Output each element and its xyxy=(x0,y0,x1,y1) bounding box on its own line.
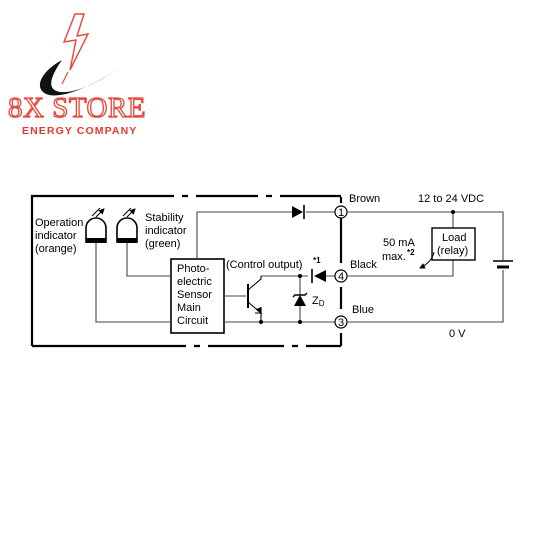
reverse-protection-diode-icon xyxy=(292,205,305,219)
wire-black-label: Black xyxy=(350,259,377,271)
operation-led-icon xyxy=(85,208,106,243)
terminal-1: 1 xyxy=(334,205,348,219)
svg-text:4: 4 xyxy=(338,271,344,283)
note-2-marker: *2 xyxy=(407,248,415,257)
terminal-3: 3 xyxy=(334,315,348,329)
junction-dot xyxy=(451,210,455,214)
ground-label: 0 V xyxy=(449,328,466,340)
main-circuit-label: Photo- electric Sensor Main Circuit xyxy=(177,263,215,327)
store-logo: 8X STORE ENERGY COMPANY xyxy=(7,13,146,137)
load-relay-box: Load (relay) xyxy=(431,227,476,261)
wire-brown-label: Brown xyxy=(349,193,380,205)
brand-tagline: ENERGY COMPANY xyxy=(22,125,137,137)
sensor-enclosure xyxy=(30,194,343,348)
svg-text:1: 1 xyxy=(338,207,344,219)
brand-name: 8X STORE xyxy=(8,92,146,124)
current-label: 50 mA max. xyxy=(382,237,417,263)
control-output-label: (Control output) xyxy=(226,259,302,271)
note-1-marker: *1 xyxy=(313,256,321,265)
external-wiring xyxy=(347,211,504,323)
stability-indicator-label: Stability indicator (green) xyxy=(145,212,190,250)
stability-led-icon xyxy=(116,208,137,243)
output-diode-icon xyxy=(311,269,326,283)
battery-icon xyxy=(493,260,513,269)
terminal-4: 4 xyxy=(334,269,348,283)
junction-dot xyxy=(259,320,263,324)
main-circuit-box: Photo- electric Sensor Main Circuit xyxy=(170,258,225,334)
svg-text:3: 3 xyxy=(338,317,344,329)
current-arrow-icon xyxy=(419,251,435,269)
junction-dot xyxy=(298,274,302,278)
load-label: Load (relay) xyxy=(437,232,470,257)
zener-label: ZD xyxy=(312,295,325,308)
zener-diode-icon xyxy=(292,292,308,306)
transistor-icon xyxy=(247,276,263,322)
wire-blue-label: Blue xyxy=(352,304,374,316)
junction-dot xyxy=(298,320,302,324)
supply-voltage-label: 12 to 24 VDC xyxy=(418,193,484,205)
operation-indicator-label: Operation indicator (orange) xyxy=(35,217,86,255)
lightning-bolt-icon xyxy=(39,13,122,96)
